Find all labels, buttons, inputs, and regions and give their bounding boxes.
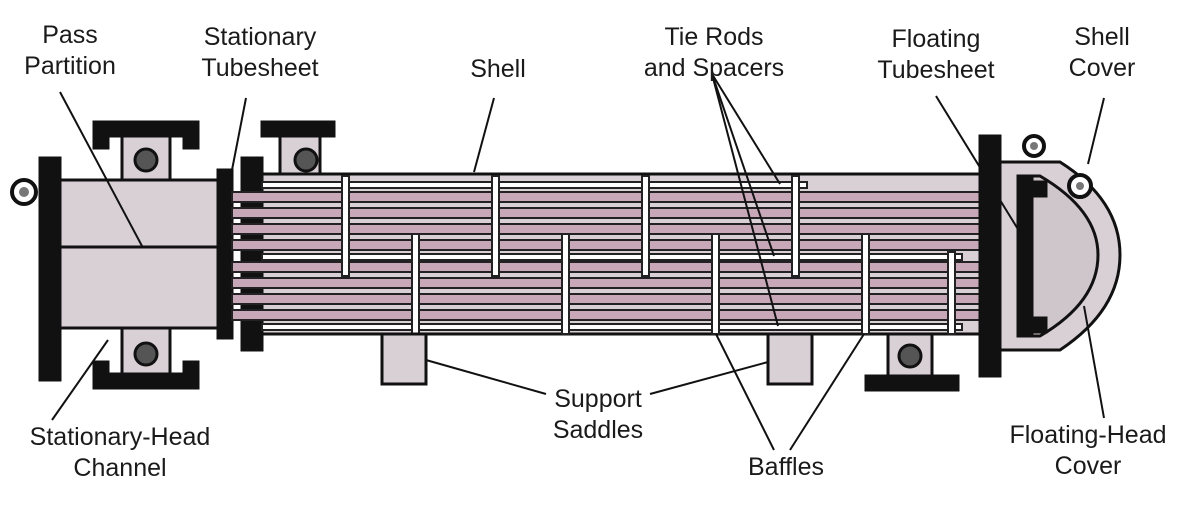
label-shell: Shell xyxy=(470,55,526,83)
label-floating-tubesheet: Floating Tubesheet xyxy=(877,25,995,84)
label-support-saddles: Support Saddles xyxy=(552,385,644,444)
label-stationary-tubesheet: Stationary Tubesheet xyxy=(201,23,319,82)
label-pass-partition: Pass Partition xyxy=(24,21,116,80)
leader-lines xyxy=(51,73,1105,451)
stationary-tubesheet xyxy=(216,120,336,352)
label-stationary-head: Stationary-Head Channel xyxy=(29,423,211,482)
support-saddles xyxy=(380,332,814,386)
label-tie-rods: Tie Rods and Spacers xyxy=(643,23,785,82)
label-shell-cover: Shell Cover xyxy=(1068,23,1136,82)
baffles xyxy=(341,175,956,335)
floating-head-assembly xyxy=(978,134,1122,378)
stationary-head-channel xyxy=(10,120,220,390)
tie-rods xyxy=(261,181,963,331)
tube-bundle xyxy=(231,191,1043,321)
shell-nozzle xyxy=(864,332,960,392)
label-baffles: Baffles xyxy=(748,453,824,481)
label-floating-head: Floating-Head Cover xyxy=(1009,421,1167,480)
